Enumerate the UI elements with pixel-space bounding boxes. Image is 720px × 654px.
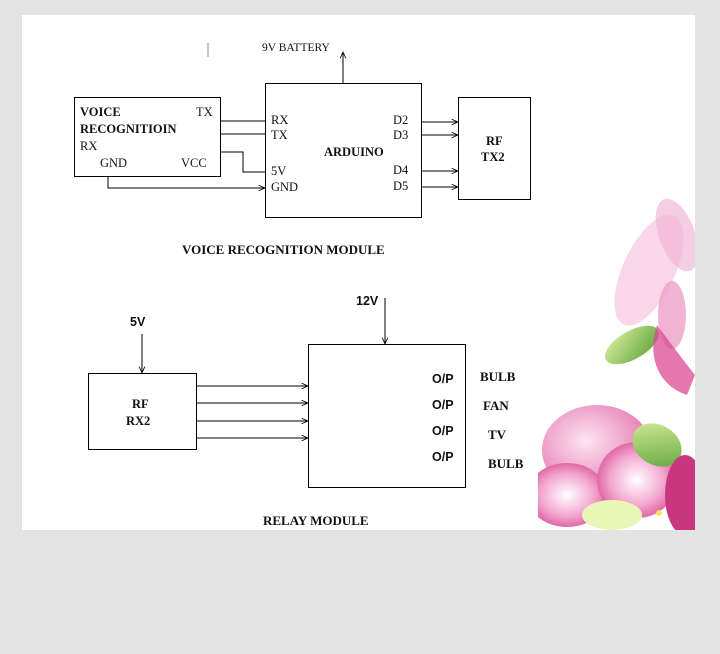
arduino-d2-pin: D2: [393, 113, 409, 127]
rf-tx2-box: RF TX2: [458, 97, 531, 200]
supply-12v-label: 12V: [356, 294, 379, 308]
rf-tx2-line1: RF: [486, 134, 503, 148]
flower-decoration-image: [537, 198, 695, 530]
output-load-2: FAN: [483, 398, 509, 413]
voice-box-title-line1: VOICE: [80, 105, 121, 119]
diagram-slide: 9V BATTERY VOICE RECOGNITIOIN TX RX GND …: [22, 15, 695, 530]
arduino-title: ARDUINO: [324, 145, 384, 159]
voice-module-caption: VOICE RECOGNITION MODULE: [182, 242, 385, 257]
rf-rx2-box: RF RX2: [88, 373, 197, 450]
relay-output-port-4: O/P: [432, 450, 454, 464]
output-load-1: BULB: [480, 369, 516, 384]
voice-box-tx-pin: TX: [196, 105, 213, 119]
rf-rx2-line1: RF: [132, 397, 149, 411]
arduino-5v-pin: 5V: [271, 164, 287, 178]
output-load-3: TV: [488, 427, 507, 442]
relay-output-port-1: O/P: [432, 372, 454, 386]
arduino-d5-pin: D5: [393, 179, 409, 193]
rf-tx2-line2: TX2: [481, 150, 505, 164]
output-load-4: BULB: [488, 456, 524, 471]
relay-module-caption: RELAY MODULE: [263, 513, 369, 528]
arduino-d3-pin: D3: [393, 128, 409, 142]
relay-module-panel: 12V 5V RF RX2 O/P O/P O/P O/P BULB FAN T…: [68, 295, 538, 530]
supply-5v-label: 5V: [130, 315, 146, 329]
voice-box-vcc-pin: VCC: [181, 156, 207, 170]
arduino-gnd-pin: GND: [271, 180, 299, 194]
voice-box-rx-pin: RX: [80, 139, 98, 153]
relay-output-port-3: O/P: [432, 424, 454, 438]
voice-box-title-line2: RECOGNITIOIN: [80, 122, 177, 136]
rf-rx2-line2: RX2: [126, 414, 151, 428]
relay-box: O/P O/P O/P O/P: [308, 344, 466, 488]
relay-output-port-2: O/P: [432, 398, 454, 412]
voice-box-gnd-pin: GND: [100, 156, 128, 170]
arduino-d4-pin: D4: [393, 163, 409, 177]
arduino-box: RX TX 5V GND ARDUINO D2 D3 D4 D5: [265, 83, 422, 218]
voice-module-wiring: [107, 43, 533, 262]
arduino-rx-pin: RX: [271, 113, 289, 127]
battery-label: 9V BATTERY: [262, 42, 330, 54]
arduino-tx-pin: TX: [271, 128, 288, 142]
voice-recognition-panel: 9V BATTERY VOICE RECOGNITIOIN TX RX GND …: [62, 37, 533, 262]
relay-module-wiring: [68, 298, 538, 530]
voice-recognition-box: VOICE RECOGNITIOIN TX RX GND VCC: [74, 97, 221, 177]
